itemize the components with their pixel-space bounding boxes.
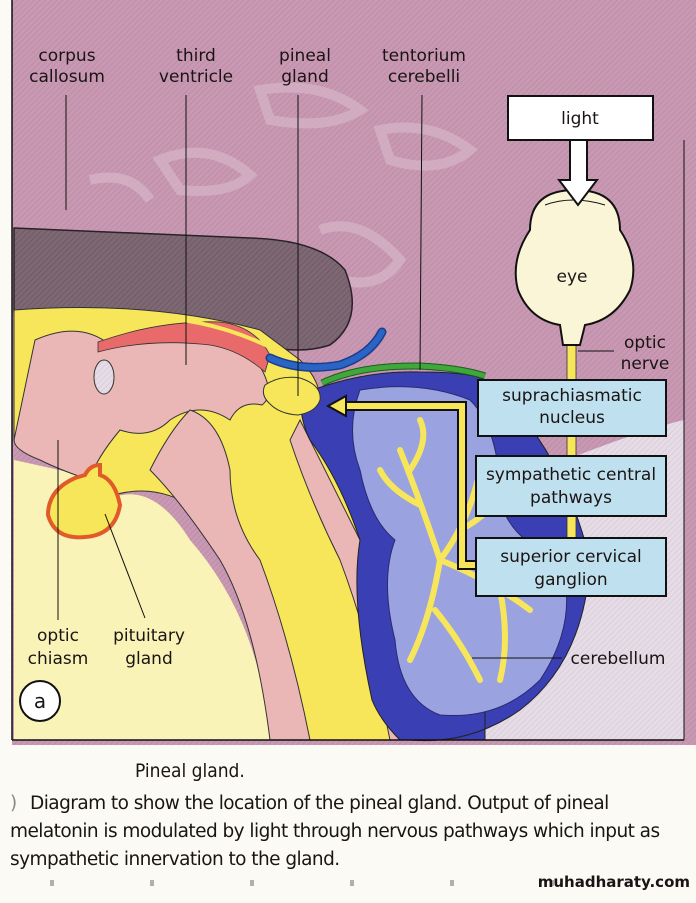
massa-intermedia bbox=[93, 359, 115, 395]
watermark: muhadharaty.com bbox=[537, 873, 690, 891]
label-optic-chiasm: optic chiasm bbox=[28, 626, 89, 669]
label-tentorium-cerebelli: tentorium cerebelli bbox=[382, 46, 466, 87]
label-pituitary-gland: pituitary gland bbox=[113, 626, 185, 669]
svg-text:nerve: nerve bbox=[621, 354, 670, 374]
svg-text:corpus: corpus bbox=[38, 46, 95, 66]
panel-label-a: a bbox=[19, 680, 61, 722]
svg-text:gland: gland bbox=[125, 649, 173, 669]
paragraph-mark-icon: ) bbox=[10, 793, 17, 814]
label-third-ventricle: third ventricle bbox=[159, 46, 233, 87]
label-pineal-gland: pineal gland bbox=[279, 46, 331, 87]
pathway-box-suprachiasmatic-nucleus: suprachiasmatic nucleus bbox=[477, 379, 667, 437]
pathway-box-superior-cervical-ganglion: superior cervical ganglion bbox=[475, 537, 667, 597]
pineal-gland-diagram: eye light suprachiasmatic nucleus sympat… bbox=[11, 0, 696, 745]
svg-text:ventricle: ventricle bbox=[159, 67, 233, 87]
pituitary-gland bbox=[45, 462, 123, 540]
svg-text:pituitary: pituitary bbox=[113, 626, 185, 646]
light-arrow bbox=[556, 139, 600, 207]
leader-lines bbox=[57, 94, 614, 659]
pathway-box-sympathetic-central-pathways: sympathetic central pathways bbox=[475, 455, 667, 517]
svg-text:superior cervical: superior cervical bbox=[500, 547, 641, 567]
light-box-label: light bbox=[561, 109, 599, 129]
label-corpus-callosum: corpus callosum bbox=[29, 46, 105, 87]
svg-text:optic: optic bbox=[37, 626, 79, 646]
svg-text:ganglion: ganglion bbox=[534, 570, 607, 590]
eye-label: eye bbox=[557, 267, 588, 287]
caption-title: Pineal gland. bbox=[135, 760, 245, 782]
caption-body: )Diagram to show the location of the pin… bbox=[10, 790, 696, 874]
caption-text: Diagram to show the location of the pine… bbox=[10, 793, 660, 870]
svg-text:chiasm: chiasm bbox=[28, 649, 89, 669]
svg-text:pineal: pineal bbox=[279, 46, 331, 66]
label-cerebellum: cerebellum bbox=[571, 649, 666, 669]
stria bbox=[119, 315, 277, 352]
svg-text:callosum: callosum bbox=[29, 67, 105, 87]
svg-text:tentorium: tentorium bbox=[382, 46, 466, 66]
svg-text:a: a bbox=[34, 689, 46, 713]
svg-text:cerebelli: cerebelli bbox=[388, 67, 460, 87]
light-box bbox=[507, 95, 654, 141]
label-optic-nerve: optic nerve bbox=[621, 333, 670, 374]
svg-text:third: third bbox=[176, 46, 216, 66]
svg-text:nucleus: nucleus bbox=[539, 408, 605, 428]
gyri-outlines bbox=[88, 82, 479, 288]
arrowhead-to-pineal bbox=[325, 394, 347, 418]
pineal-gland-shape bbox=[262, 376, 321, 416]
svg-text:suprachiasmatic: suprachiasmatic bbox=[502, 386, 642, 406]
svg-text:sympathetic central: sympathetic central bbox=[486, 465, 656, 485]
svg-text:pathways: pathways bbox=[530, 488, 612, 508]
truncated-text-line bbox=[10, 880, 570, 886]
svg-text:gland: gland bbox=[281, 67, 329, 87]
eye bbox=[514, 188, 635, 346]
svg-text:optic: optic bbox=[624, 333, 666, 353]
